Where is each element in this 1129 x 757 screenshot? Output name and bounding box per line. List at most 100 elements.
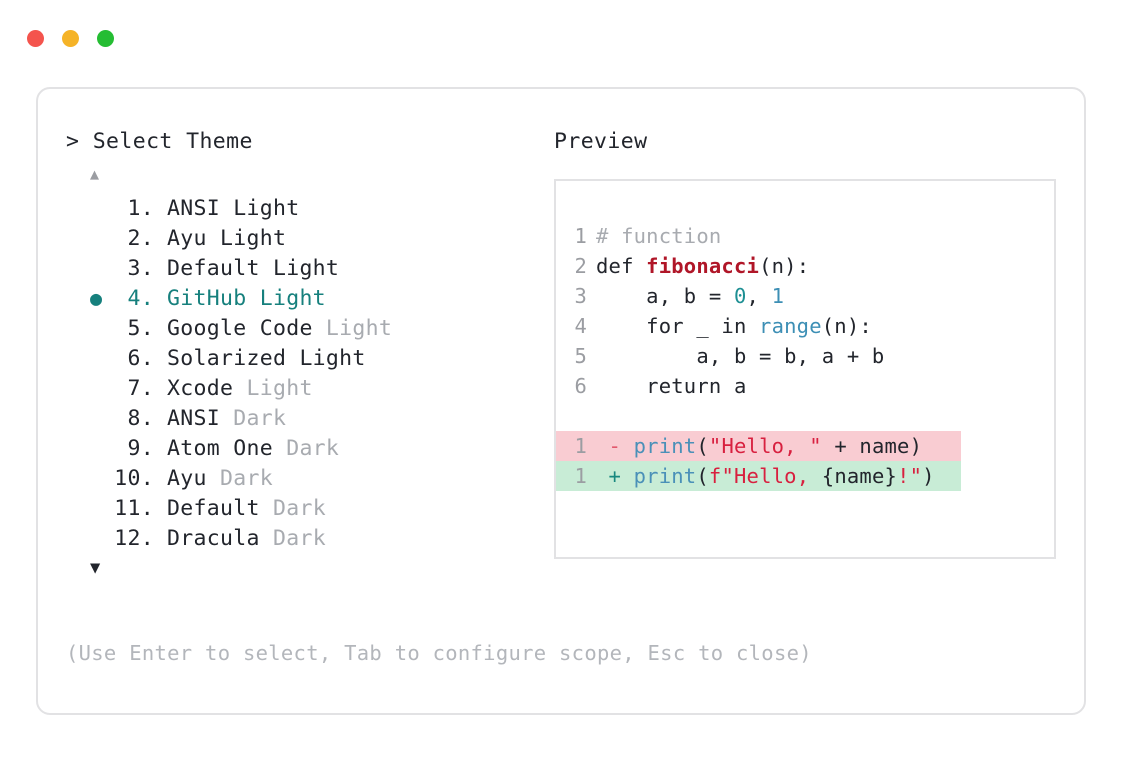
theme-list-item[interactable]: 11.Default Dark — [66, 493, 538, 523]
code-line-text: for _ in range(n): — [596, 311, 872, 341]
theme-list-item[interactable]: 5.Google Code Light — [66, 313, 538, 343]
theme-item-number: 7. — [127, 376, 154, 401]
minimize-window-dot[interactable] — [62, 30, 79, 47]
code-token: ( — [696, 434, 709, 458]
code-token: f"Hello, — [708, 464, 822, 488]
line-number: 1 — [574, 224, 587, 248]
code-token: 1 — [771, 284, 785, 308]
code-line-text: a, b = 0, 1 — [596, 281, 784, 311]
code-token: "Hello, " — [708, 434, 822, 458]
code-token: ( — [696, 464, 709, 488]
theme-item-number: 10. — [114, 466, 154, 491]
theme-item-variant: Dark — [259, 496, 326, 521]
theme-list-item[interactable]: 6.Solarized Light — [66, 343, 538, 373]
code-token: ) — [922, 464, 935, 488]
line-number: 5 — [574, 344, 587, 368]
theme-list-item[interactable]: 10. Ayu Dark — [66, 463, 538, 493]
columns-layout: > Select Theme ▲ 1. ANSI Light 2.Ayu Ligh… — [66, 131, 1056, 581]
bullet-placeholder — [66, 523, 108, 553]
code-line: 4 for _ in range(n): — [556, 311, 1054, 341]
theme-item-number: 3. — [127, 256, 154, 281]
panel-content: > Select Theme ▲ 1. ANSI Light 2.Ayu Ligh… — [38, 89, 1084, 713]
theme-item-variant: Light — [312, 316, 393, 341]
code-token: a, b = — [596, 284, 734, 308]
diff-line-text: print("Hello, " + name) — [634, 431, 923, 461]
code-token: range — [759, 314, 822, 338]
theme-item-name: GitHub Light — [167, 286, 326, 311]
code-token: print — [633, 464, 697, 488]
line-number: 1 — [574, 434, 587, 458]
code-token: # function — [596, 224, 722, 248]
code-line: 3 a, b = 0, 1 — [556, 281, 1054, 311]
theme-list-item[interactable]: 2.Ayu Light — [66, 223, 538, 253]
line-number: 1 — [574, 464, 587, 488]
theme-list-item[interactable]: 12. Dracula Dark — [66, 523, 538, 553]
code-line: 1 # function — [556, 221, 1054, 251]
selected-bullet-icon: ● — [90, 286, 103, 310]
theme-item-number: 12. — [114, 526, 154, 551]
theme-list-item[interactable]: 8.ANSI Dark — [66, 403, 538, 433]
close-window-dot[interactable] — [27, 30, 44, 47]
bullet-placeholder — [66, 343, 108, 373]
scroll-down-arrow-icon[interactable]: ▼ — [90, 558, 101, 578]
code-line-text: def fibonacci(n): — [596, 251, 809, 281]
diff-plus-sign: + — [596, 464, 634, 488]
theme-list[interactable]: 1. ANSI Light 2.Ayu Light 3.Default Light… — [66, 193, 538, 553]
code-line-text: # function — [596, 221, 721, 251]
select-theme-prompt: > Select Theme — [66, 129, 253, 154]
theme-item-name: Xcode Light — [167, 376, 313, 401]
theme-list-item[interactable]: 1. ANSI Light — [66, 193, 538, 223]
theme-item-variant: Dark — [219, 406, 287, 431]
theme-item-variant: Dark — [259, 526, 326, 551]
bullet-placeholder — [66, 463, 108, 493]
theme-list-item[interactable]: 7. Xcode Light — [66, 373, 538, 403]
diff-line-text: print(f"Hello, {name}!") — [634, 461, 935, 491]
window-titlebar — [27, 30, 114, 47]
theme-item-name: Atom One Dark — [167, 436, 340, 461]
bullet-placeholder — [66, 373, 108, 403]
theme-item-variant: Dark — [272, 436, 340, 461]
diff-added-line: 1 + print(f"Hello, {name}!") — [556, 461, 961, 491]
code-token: fibonacci — [646, 254, 760, 278]
preview-pane: Preview 1 # function 2 def fibonacci(n):3 a… — [538, 131, 1056, 559]
theme-item-number: 8. — [127, 406, 154, 431]
theme-item-number: 11. — [114, 496, 154, 521]
code-line-text: a, b = b, a + b — [596, 341, 884, 371]
code-line-text: return a — [596, 371, 747, 401]
theme-item-number: 2. — [127, 226, 154, 251]
line-number: 2 — [574, 254, 587, 278]
code-token: def — [596, 254, 647, 278]
maximize-window-dot[interactable] — [97, 30, 114, 47]
theme-item-name: ANSI Light — [167, 196, 300, 221]
theme-picker: > Select Theme ▲ 1. ANSI Light 2.Ayu Ligh… — [66, 131, 538, 581]
theme-list-item[interactable]: ● 4. GitHub Light — [66, 283, 538, 313]
bullet-placeholder — [66, 403, 108, 433]
theme-item-name: Dracula Dark — [167, 526, 326, 551]
code-token: return a — [596, 374, 747, 398]
code-token: , — [746, 284, 772, 308]
code-line: 6 return a — [556, 371, 1054, 401]
theme-item-name: Ayu Dark — [167, 466, 273, 491]
theme-item-number: 6. — [127, 346, 154, 371]
theme-list-item[interactable]: 9.Atom One Dark — [66, 433, 538, 463]
main-panel: > Select Theme ▲ 1. ANSI Light 2.Ayu Ligh… — [36, 87, 1086, 715]
theme-list-item[interactable]: 3.Default Light — [66, 253, 538, 283]
theme-item-number: 4. — [127, 286, 154, 311]
code-line: 5 a, b = b, a + b — [556, 341, 1054, 371]
code-spacer — [556, 401, 1054, 431]
theme-item-number: 1. — [127, 196, 154, 221]
code-token: {name} — [821, 464, 898, 488]
code-line: 2 def fibonacci(n): — [556, 251, 1054, 281]
theme-item-number: 5. — [127, 316, 154, 341]
theme-item-variant: Dark — [206, 466, 273, 491]
code-token: + name) — [821, 434, 923, 458]
code-token: for _ in — [596, 314, 760, 338]
code-token: print — [633, 434, 697, 458]
scroll-up-arrow-icon[interactable]: ▲ — [90, 165, 100, 183]
bullet-placeholder — [66, 193, 108, 223]
code-token: a, b = b, a + b — [596, 344, 885, 368]
bullet-placeholder — [66, 253, 108, 283]
preview-box: 1 # function 2 def fibonacci(n):3 a, b = 0,… — [554, 179, 1056, 559]
preview-title: Preview — [554, 129, 648, 154]
theme-item-variant: Light — [233, 376, 313, 401]
